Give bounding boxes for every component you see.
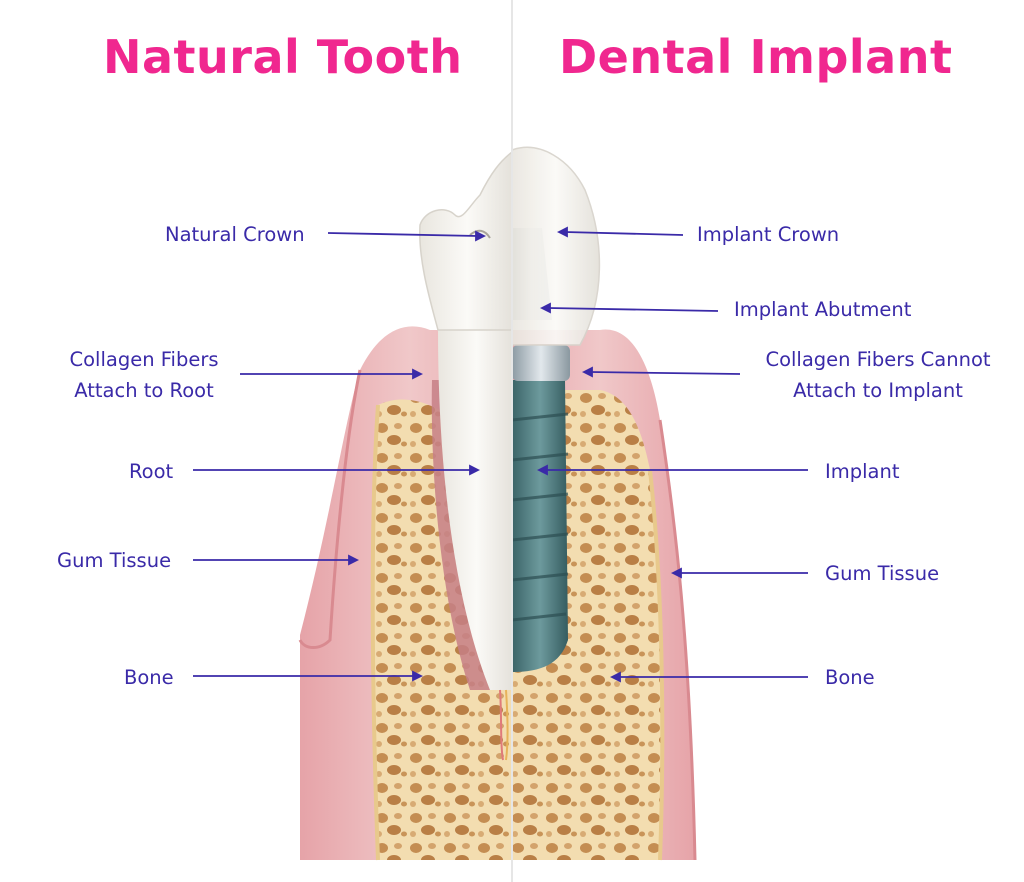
label-gum-tissue-left: Gum Tissue: [57, 549, 172, 572]
pointer-arrows: [193, 226, 808, 683]
label-implant: Implant: [825, 460, 900, 483]
label-root: Root: [129, 460, 174, 483]
title-dental-implant: Dental Implant: [559, 30, 953, 84]
natural-crown: [419, 151, 512, 331]
implant-collar: [513, 345, 570, 381]
implant-screw: [513, 380, 569, 672]
label-bone-right: Bone: [825, 666, 875, 689]
label-collagen-attach-line1: Collagen Fibers: [69, 348, 219, 371]
label-collagen-cannot-line2: Attach to Implant: [793, 379, 963, 402]
label-implant-abutment: Implant Abutment: [734, 298, 912, 321]
dental-implant-half: [513, 146, 697, 861]
label-bone-left: Bone: [124, 666, 174, 689]
root: [438, 330, 512, 690]
label-collagen-cannot-attach: Collagen Fibers Cannot Attach to Implant: [756, 344, 1000, 406]
label-collagen-cannot-line1: Collagen Fibers Cannot: [765, 348, 991, 371]
natural-tooth-half: [298, 151, 512, 861]
implant-crown: [513, 146, 601, 346]
label-implant-crown: Implant Crown: [697, 223, 840, 246]
label-gum-tissue-right: Gum Tissue: [825, 562, 940, 585]
title-natural-tooth: Natural Tooth: [103, 30, 463, 84]
label-collagen-attach-line2: Attach to Root: [74, 379, 214, 402]
label-natural-crown: Natural Crown: [165, 223, 305, 246]
label-collagen-attach: Collagen Fibers Attach to Root: [54, 344, 234, 406]
